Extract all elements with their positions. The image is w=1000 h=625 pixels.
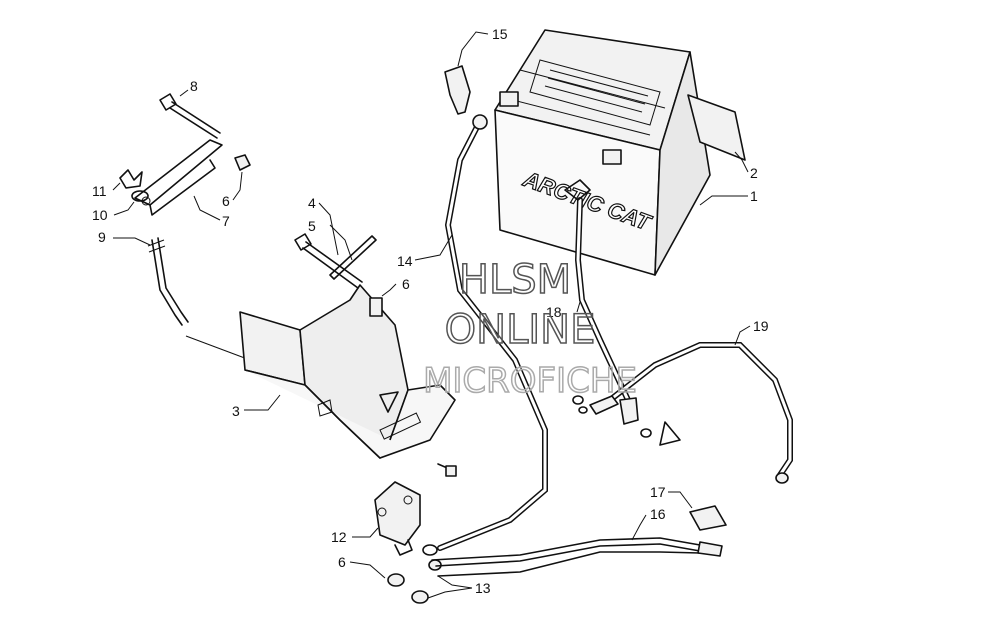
tray-nut bbox=[369, 297, 383, 317]
watermark-line-2: ONLINE bbox=[445, 307, 596, 353]
ground-cable bbox=[572, 342, 793, 484]
callout-3: 3 bbox=[232, 403, 240, 419]
callout-labels: 1 2 3 4 5 6 6 6 7 8 9 10 11 12 13 14 15 … bbox=[92, 26, 769, 596]
positive-terminal bbox=[499, 91, 519, 107]
callout-6-tray: 6 bbox=[402, 276, 410, 292]
lead-wire bbox=[431, 537, 723, 577]
callout-13: 13 bbox=[475, 580, 491, 596]
callout-1: 1 bbox=[750, 188, 758, 204]
battery-label-sticker bbox=[687, 94, 746, 161]
washer bbox=[131, 190, 149, 202]
solenoid-nuts bbox=[387, 544, 442, 604]
battery-tray bbox=[239, 284, 456, 459]
terminal-boot bbox=[444, 65, 471, 115]
callout-6-solenoid: 6 bbox=[338, 554, 346, 570]
callout-15: 15 bbox=[492, 26, 508, 42]
bolt bbox=[159, 93, 221, 139]
callout-8: 8 bbox=[190, 78, 198, 94]
connector-boot bbox=[689, 505, 727, 531]
callout-10: 10 bbox=[92, 207, 108, 223]
callout-12: 12 bbox=[331, 529, 347, 545]
leader-lines bbox=[112, 31, 751, 599]
callout-6-bracket: 6 bbox=[222, 193, 230, 209]
starter-solenoid bbox=[374, 481, 421, 556]
watermark-line-3: MICROFICHE bbox=[423, 361, 637, 401]
tray-screw bbox=[437, 463, 457, 477]
callout-19: 19 bbox=[753, 318, 769, 334]
nut bbox=[234, 154, 251, 171]
callout-17: 17 bbox=[650, 484, 666, 500]
battery: ARCTIC CAT bbox=[494, 29, 711, 276]
positive-cable bbox=[437, 114, 548, 551]
watermark: HLSM ONLINE MICROFICHE bbox=[422, 256, 637, 402]
callout-14: 14 bbox=[397, 253, 413, 269]
callout-11: 11 bbox=[92, 183, 107, 199]
callout-9: 9 bbox=[98, 229, 106, 245]
cable-tie bbox=[329, 235, 377, 280]
callout-18: 18 bbox=[546, 304, 562, 320]
negative-cable bbox=[564, 179, 639, 425]
negative-terminal bbox=[602, 149, 622, 165]
watermark-line-1: HLSM bbox=[459, 257, 571, 303]
hold-down-rod bbox=[147, 237, 189, 326]
callout-4: 4 bbox=[308, 195, 316, 211]
wing-nut bbox=[119, 169, 143, 189]
tray-bolt bbox=[294, 233, 363, 289]
callout-7: 7 bbox=[222, 213, 230, 229]
hold-down-bracket bbox=[134, 139, 223, 216]
callout-16: 16 bbox=[650, 506, 666, 522]
callout-2: 2 bbox=[750, 165, 758, 181]
callout-5: 5 bbox=[308, 218, 316, 234]
